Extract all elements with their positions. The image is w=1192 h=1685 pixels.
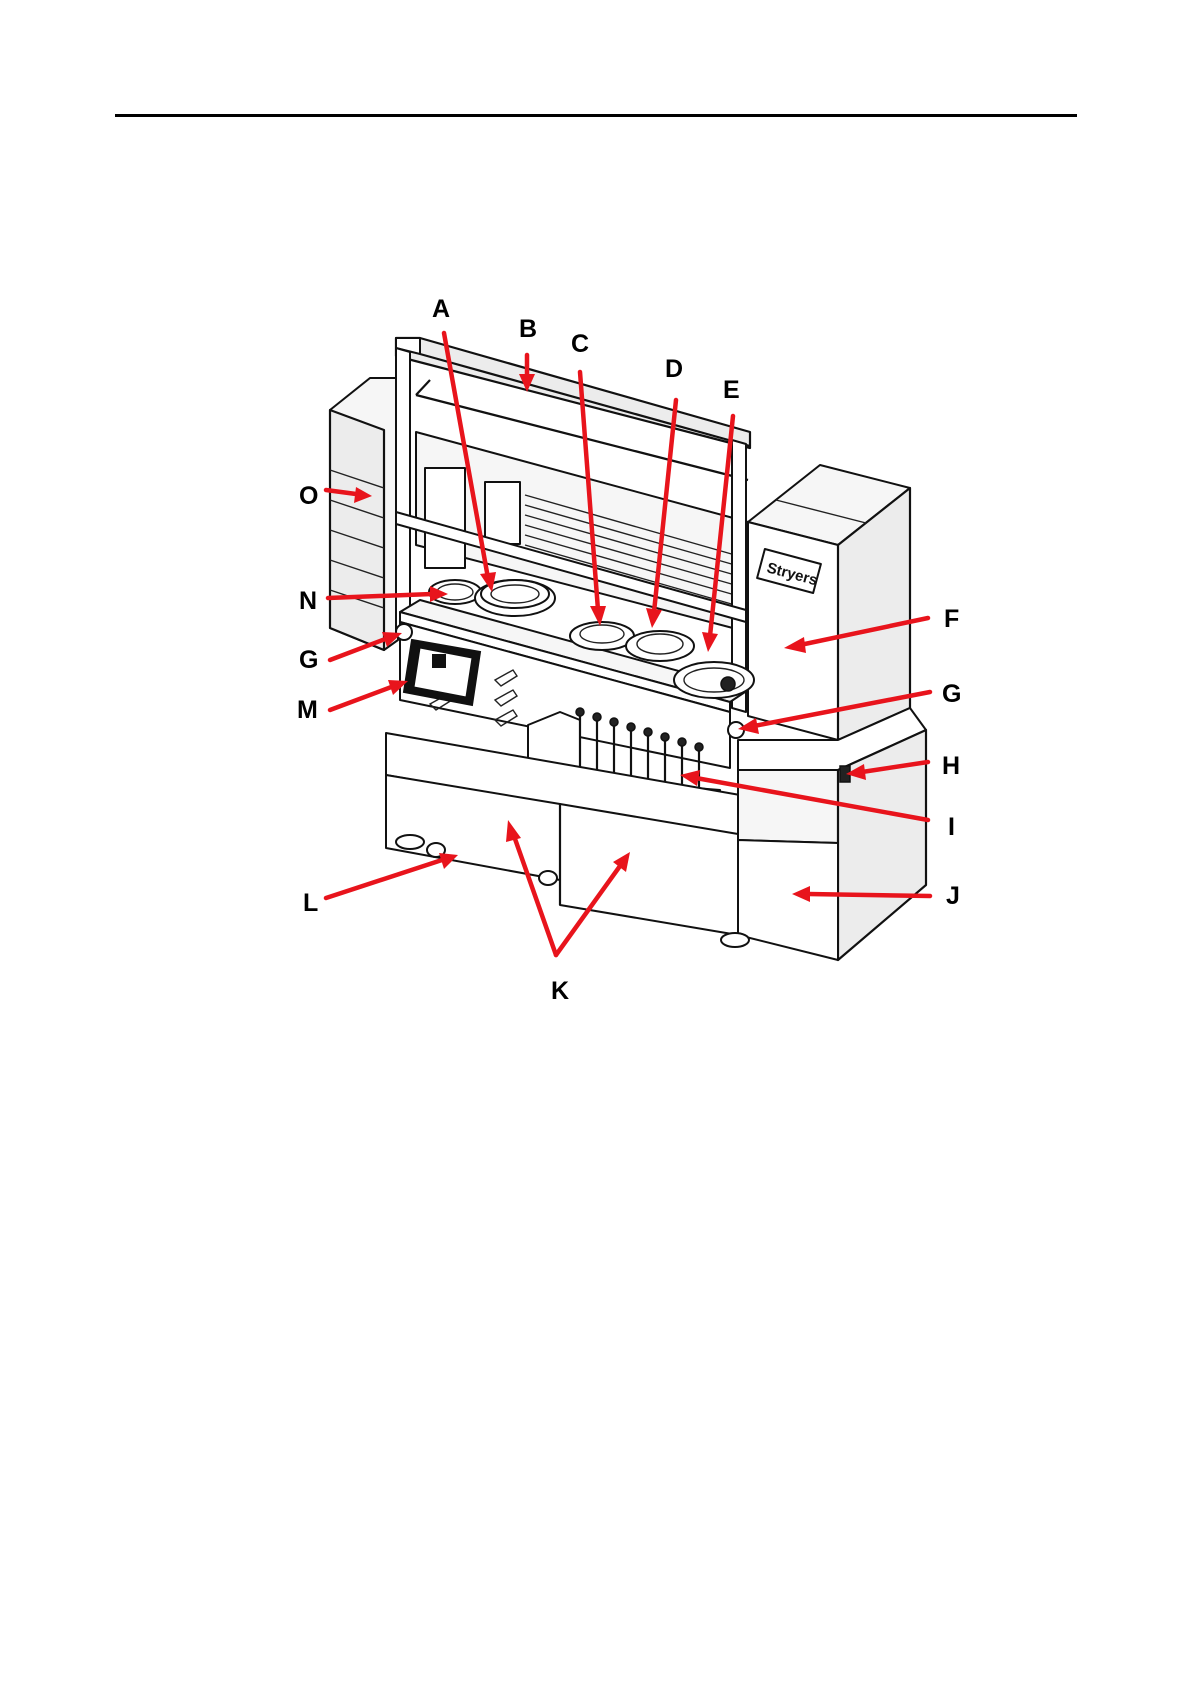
callout-A: A (432, 295, 450, 323)
arrow-L (326, 860, 442, 898)
knob-right (728, 722, 744, 738)
callout-K: K (551, 977, 569, 1005)
right-base (738, 708, 926, 960)
callout-B: B (519, 315, 537, 343)
callout-C: C (571, 330, 589, 358)
base-cabinet (386, 733, 740, 935)
arrow-M (330, 686, 394, 710)
arrow-D-head (646, 608, 662, 628)
callout-M: M (297, 696, 318, 724)
callout-N: N (299, 587, 317, 615)
callout-I: I (948, 813, 955, 841)
arrow-J (808, 894, 930, 896)
knob-left (396, 624, 412, 640)
callout-L: L (303, 889, 318, 917)
callout-G-left: G (299, 646, 318, 674)
callout-J: J (946, 882, 960, 910)
callout-O: O (299, 482, 318, 510)
left-tower (330, 378, 398, 650)
callout-F: F (944, 605, 959, 633)
callout-E: E (723, 376, 740, 404)
arrow-E-head (702, 632, 718, 652)
callout-D: D (665, 355, 683, 383)
callout-H: H (942, 752, 960, 780)
callout-G-right: G (942, 680, 961, 708)
